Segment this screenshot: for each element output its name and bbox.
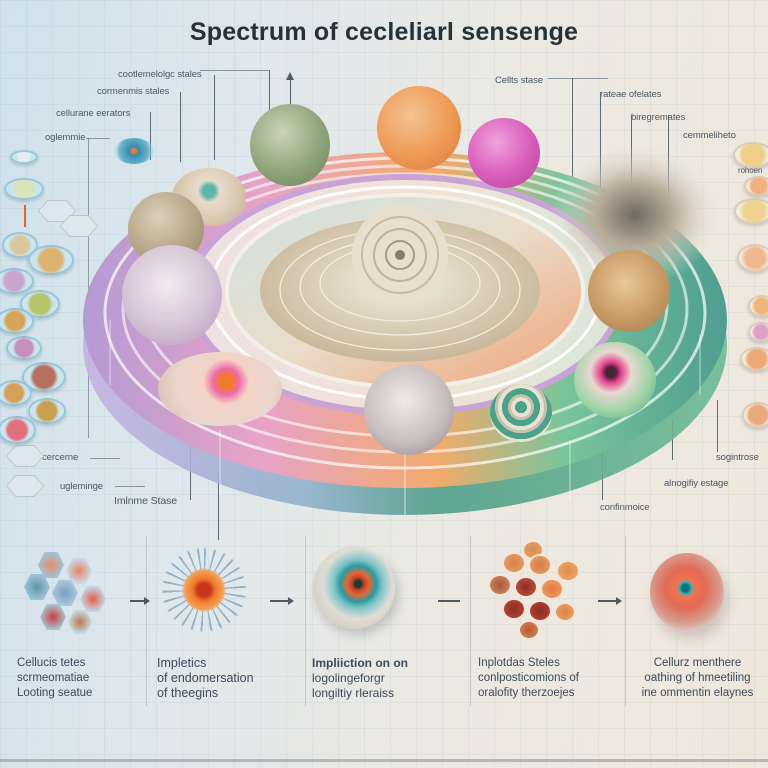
callout-label: biregremates xyxy=(631,112,686,123)
red-pore-cell xyxy=(574,342,656,418)
petri-dish xyxy=(733,142,768,168)
callout-label: cellurane eerators xyxy=(56,108,131,119)
callout-label: Cellts stase xyxy=(495,75,543,86)
step-3-caption: Impliiction on on logolingeforgr longilt… xyxy=(312,656,408,700)
petri-dish xyxy=(4,178,44,200)
petri-dish xyxy=(0,380,32,406)
hexagonal-cell-cluster-icon xyxy=(18,548,108,638)
arrow-right-icon xyxy=(270,597,294,605)
callout-label: ugleminge xyxy=(60,481,103,492)
pink-pore-cell xyxy=(158,352,282,426)
petri-dish xyxy=(6,336,42,360)
petri-dish xyxy=(744,176,768,196)
step-2-caption: Impletics of endomersation of theegins xyxy=(157,656,254,700)
callout-label: rateae ofelates xyxy=(600,89,662,100)
panel-divider xyxy=(470,536,471,706)
green-cell xyxy=(250,104,330,186)
step-4-caption: Inplotdas Steles conlposticomions of ora… xyxy=(478,657,579,699)
callout-label: cercerne xyxy=(42,452,79,463)
callout-leader xyxy=(200,70,270,71)
arrow-right-icon xyxy=(598,597,622,605)
pipette-drop xyxy=(24,205,26,227)
callout-leader xyxy=(150,112,151,160)
petri-dish xyxy=(748,295,768,317)
footer-divider xyxy=(0,759,768,762)
petri-dish xyxy=(28,398,66,424)
tubular-cell-cluster-icon xyxy=(486,540,582,640)
petri-dish xyxy=(734,198,768,224)
brown-cell xyxy=(588,250,670,332)
callout-label: alnogifiy estage xyxy=(664,478,729,489)
hexagon-shape xyxy=(6,445,44,467)
hexagon-shape xyxy=(38,200,76,222)
callout-leader xyxy=(717,400,718,452)
hexagon-shape xyxy=(60,215,98,237)
step-5-caption: Cellurz menthere oathing of hmeetiling i… xyxy=(641,657,754,699)
lavender-cell xyxy=(122,245,222,345)
callout-label: cootlemelolgc stales xyxy=(118,69,202,80)
spiky-orange-cell-icon xyxy=(158,544,250,636)
callout-label: rohoen xyxy=(738,166,763,175)
callout-label: confinmoice xyxy=(600,502,650,513)
callout-label: Imlnme Stase xyxy=(114,495,177,507)
callout-leader xyxy=(180,92,181,162)
callout-leader xyxy=(86,138,110,139)
layered-spherical-cell-icon xyxy=(313,547,395,629)
magenta-cell xyxy=(468,118,540,188)
striped-small-cell xyxy=(490,384,552,442)
petri-dish xyxy=(742,402,768,428)
callout-label: cormenmis stales xyxy=(97,86,170,97)
petri-dish xyxy=(28,245,74,275)
callout-leader xyxy=(214,75,215,160)
callout-leader xyxy=(672,420,673,460)
callout-label: oglemmie xyxy=(45,132,86,143)
arrow-right-icon xyxy=(130,597,150,605)
petri-dish xyxy=(10,150,38,164)
petri-dish xyxy=(0,416,36,444)
callout-label: cemmeliheto xyxy=(683,130,736,141)
petri-dish xyxy=(740,347,768,371)
fuzzy-nucleated-cell-icon xyxy=(650,553,724,631)
orange-cell xyxy=(377,86,461,170)
dash-connector-icon xyxy=(438,600,460,602)
callout-leader xyxy=(572,78,573,178)
panel-divider xyxy=(305,536,306,706)
panel-divider xyxy=(146,536,147,706)
petri-dish xyxy=(748,322,768,342)
callout-leader xyxy=(218,470,219,540)
small-teal-cell xyxy=(114,138,154,164)
petri-dish xyxy=(0,308,34,334)
callout-label: sogintrose xyxy=(716,452,759,463)
step-1-caption: Cellucis tetes scrmeomatiae Looting seat… xyxy=(17,657,93,699)
petri-dish xyxy=(0,268,34,294)
callout-leader xyxy=(190,445,191,500)
arrow-up-icon xyxy=(286,72,294,80)
callout-leader xyxy=(115,486,145,487)
callout-leader xyxy=(548,78,608,79)
callout-leader xyxy=(88,138,89,438)
callout-leader xyxy=(90,458,120,459)
hexagon-shape xyxy=(6,475,44,497)
wrinkled-grey-cell xyxy=(364,365,454,455)
panel-divider xyxy=(625,536,626,706)
petri-dish xyxy=(737,244,768,272)
page-title: Spectrum of cecleliarl sensenge xyxy=(189,18,579,46)
